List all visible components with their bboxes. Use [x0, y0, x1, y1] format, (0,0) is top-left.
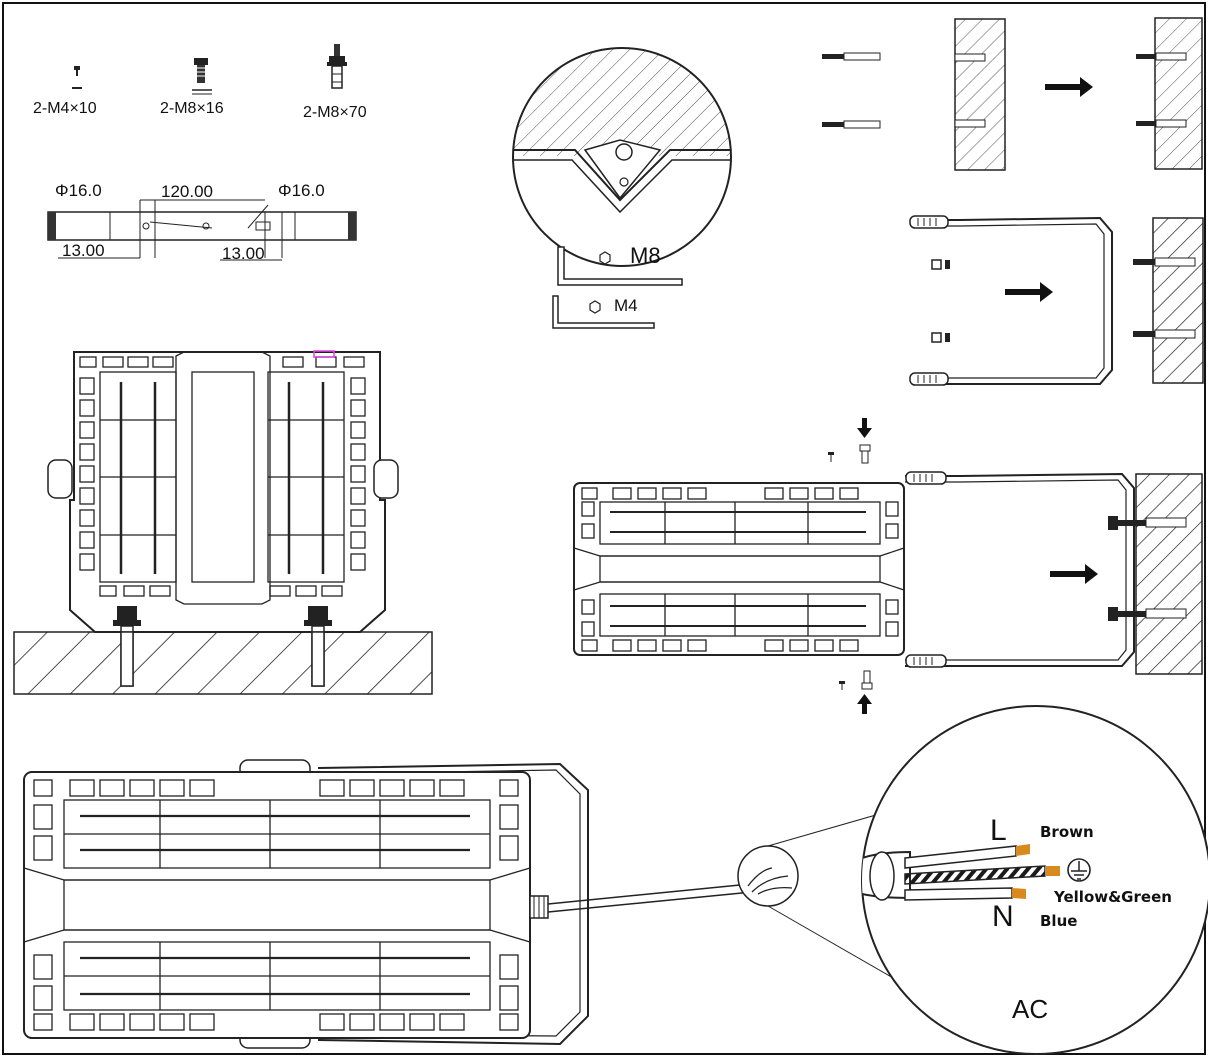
dimension-offset-right: 13.00: [222, 244, 265, 263]
anchor-bolt-loose-bottom: [822, 120, 881, 129]
dimension-offset-left: 13.00: [62, 241, 105, 260]
fastener-label-m8x70: 2-M8×70: [303, 104, 367, 121]
arrow-up-icon: [857, 694, 872, 714]
step-fixture-mount: [573, 418, 1203, 714]
fixture-wiring-view: [23, 759, 941, 1049]
wall-section-drilled: [954, 18, 1006, 171]
fastener-list: 2-M4×10 2-M8×16 2-M8×70: [33, 44, 367, 121]
step-bracket-mount: [909, 215, 1204, 386]
wall-section-anchored: [1154, 17, 1203, 170]
wire-live-letter: L: [990, 814, 1007, 847]
fastener-label-m4x10: 2-M4×10: [33, 100, 97, 117]
arrow-down-icon: [857, 418, 872, 438]
wall-section-bracket: [1152, 217, 1204, 384]
wire-neutral: [904, 887, 1013, 901]
arrow-right-icon: [1005, 282, 1053, 302]
hex-key-m8-label: M8: [630, 243, 661, 268]
bracket-dimension-drawing: Φ16.0 120.00 Φ16.0 13.00 13.00: [47, 181, 357, 263]
fixture-floor-mount: [13, 350, 433, 695]
dimension-hole-left: Φ16.0: [55, 181, 102, 200]
hex-key-m8-icon: [557, 246, 683, 286]
marker-dot: [313, 350, 335, 358]
anchor-bolt-loose-top: [822, 52, 881, 61]
arrow-right-icon: [1045, 77, 1093, 97]
dimension-hole-right: Φ16.0: [278, 181, 325, 200]
hex-key-m4-icon: [552, 295, 655, 329]
screw-m4-icon: [72, 66, 82, 89]
wire-earth-color: Yellow&Green: [1053, 888, 1172, 906]
wire-neutral-color: Blue: [1040, 912, 1077, 930]
bolt-m8-icon: [192, 58, 212, 95]
fastener-label-m8x16: 2-M8×16: [160, 100, 224, 117]
step-drill-wall: [822, 17, 1203, 171]
bracket-joint-detail: [512, 47, 732, 267]
wire-neutral-letter: N: [992, 900, 1014, 933]
dimension-hole-spacing: 120.00: [161, 182, 213, 201]
supply-label: AC: [1012, 994, 1048, 1024]
wire-live-color: Brown: [1040, 823, 1094, 841]
hex-key-m4-label: M4: [614, 296, 638, 315]
arrow-right-icon: [1050, 564, 1098, 584]
wall-section-fixture: [1135, 473, 1203, 675]
anchor-bolt-icon: [327, 44, 347, 89]
wiring-detail-callout: L Brown Yellow&Green N Blue AC: [861, 705, 1208, 1055]
earth-ground-icon: [1067, 858, 1091, 882]
floor-section: [13, 631, 433, 695]
